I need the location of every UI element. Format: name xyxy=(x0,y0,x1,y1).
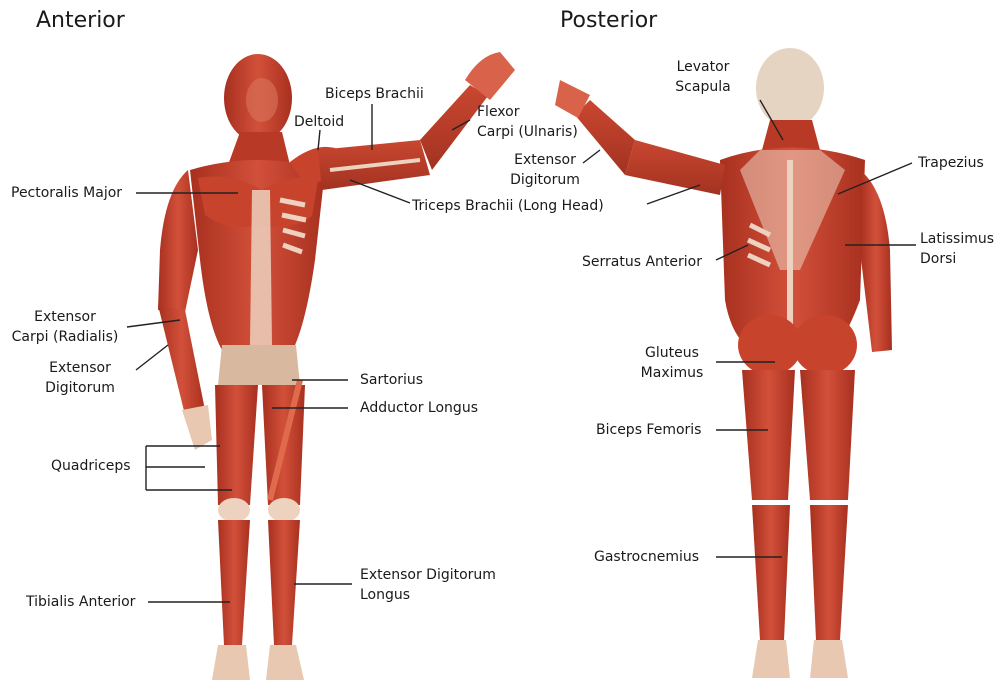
label-adductor-longus-text: Adductor Longus xyxy=(360,398,478,418)
label-biceps-brachii: Biceps Brachii xyxy=(325,84,424,104)
anterior-left-foot xyxy=(212,645,250,680)
label-gluteus-maximus-line1: Gluteus xyxy=(634,343,710,363)
label-extensor-digitorum-posterior-line2: Digitorum xyxy=(505,170,585,190)
label-biceps-brachii-text: Biceps Brachii xyxy=(325,84,424,104)
label-latissimus-dorsi-line1: Latissimus xyxy=(920,229,994,249)
label-extensor-carpi: Extensor Carpi (Radialis) xyxy=(6,307,124,347)
label-latissimus-dorsi-line2: Dorsi xyxy=(920,249,994,269)
anterior-right-shin xyxy=(268,520,300,645)
label-deltoid-text: Deltoid xyxy=(294,112,344,132)
posterior-left-thigh xyxy=(742,370,795,500)
label-adductor-longus: Adductor Longus xyxy=(360,398,478,418)
posterior-right-foot xyxy=(810,640,848,678)
label-trapezius: Trapezius xyxy=(918,153,984,173)
anterior-left-shin xyxy=(218,520,250,645)
label-triceps-brachii-text: Triceps Brachii (Long Head) xyxy=(412,196,604,216)
label-extensor-digitorum-anterior: Extensor Digitorum xyxy=(30,358,130,398)
label-levator-scapula-line2: Scapula xyxy=(665,77,741,97)
label-levator-scapula-line1: Levator xyxy=(665,57,741,77)
posterior-head xyxy=(756,48,824,128)
posterior-right-thigh xyxy=(800,370,855,500)
anterior-right-knee xyxy=(268,498,300,522)
anterior-right-foot xyxy=(266,645,304,680)
label-extensor-digitorum-anterior-line2: Digitorum xyxy=(30,378,130,398)
label-tibialis-anterior: Tibialis Anterior xyxy=(26,592,135,612)
label-flexor-carpi: Flexor Carpi (Ulnaris) xyxy=(477,102,578,142)
anterior-left-upper-arm xyxy=(158,170,198,312)
anterior-abdomen-tendon xyxy=(250,190,272,345)
leader-extensor-digitorum-ant xyxy=(136,345,168,370)
label-latissimus-dorsi: Latissimus Dorsi xyxy=(920,229,994,269)
label-serratus-anterior: Serratus Anterior xyxy=(582,252,702,272)
label-levator-scapula: Levator Scapula xyxy=(665,57,741,97)
posterior-left-glute xyxy=(738,315,802,375)
label-extensor-digitorum-posterior-line1: Extensor xyxy=(505,150,585,170)
posterior-left-calf xyxy=(752,505,790,640)
posterior-neck xyxy=(762,120,820,150)
label-quadriceps: Quadriceps xyxy=(51,456,131,476)
leader-deltoid xyxy=(318,130,320,150)
leader-triceps-brachii xyxy=(350,180,410,203)
label-pectoralis-major-text: Pectoralis Major xyxy=(11,183,122,203)
label-gluteus-maximus: Gluteus Maximus xyxy=(634,343,710,383)
label-pectoralis-major: Pectoralis Major xyxy=(11,183,122,203)
label-serratus-anterior-text: Serratus Anterior xyxy=(582,252,702,272)
anterior-left-thigh xyxy=(215,385,258,505)
label-extensor-digitorum-longus-line1: Extensor Digitorum xyxy=(360,565,496,585)
label-biceps-femoris: Biceps Femoris xyxy=(596,420,701,440)
label-extensor-carpi-line2: Carpi (Radialis) xyxy=(6,327,124,347)
label-sartorius-text: Sartorius xyxy=(360,370,423,390)
label-trapezius-text: Trapezius xyxy=(918,153,984,173)
posterior-right-calf xyxy=(810,505,848,640)
posterior-right-glute xyxy=(793,315,857,375)
label-tibialis-anterior-text: Tibialis Anterior xyxy=(26,592,135,612)
label-sartorius: Sartorius xyxy=(360,370,423,390)
label-extensor-carpi-line1: Extensor xyxy=(6,307,124,327)
posterior-left-foot xyxy=(752,640,790,678)
label-gluteus-maximus-line2: Maximus xyxy=(634,363,710,383)
anterior-face-detail xyxy=(246,78,278,122)
label-extensor-digitorum-posterior: Extensor Digitorum xyxy=(505,150,585,190)
posterior-right-arm xyxy=(860,170,892,352)
anterior-pelvis xyxy=(218,345,300,385)
posterior-left-upper-arm xyxy=(625,140,725,195)
leader-triceps-post xyxy=(647,185,700,204)
label-extensor-digitorum-longus: Extensor Digitorum Longus xyxy=(360,565,496,605)
leader-extensor-digitorum-post xyxy=(583,150,600,163)
label-flexor-carpi-line1: Flexor xyxy=(477,102,578,122)
anterior-left-knee xyxy=(218,498,250,522)
label-extensor-digitorum-anterior-line1: Extensor xyxy=(30,358,130,378)
label-gastrocnemius: Gastrocnemius xyxy=(594,547,699,567)
label-extensor-digitorum-longus-line2: Longus xyxy=(360,585,496,605)
label-gastrocnemius-text: Gastrocnemius xyxy=(594,547,699,567)
anterior-left-hand xyxy=(182,405,212,450)
label-flexor-carpi-line2: Carpi (Ulnaris) xyxy=(477,122,578,142)
label-deltoid: Deltoid xyxy=(294,112,344,132)
label-biceps-femoris-text: Biceps Femoris xyxy=(596,420,701,440)
label-triceps-brachii: Triceps Brachii (Long Head) xyxy=(412,196,604,216)
posterior-figure xyxy=(555,48,892,678)
label-quadriceps-text: Quadriceps xyxy=(51,456,131,476)
